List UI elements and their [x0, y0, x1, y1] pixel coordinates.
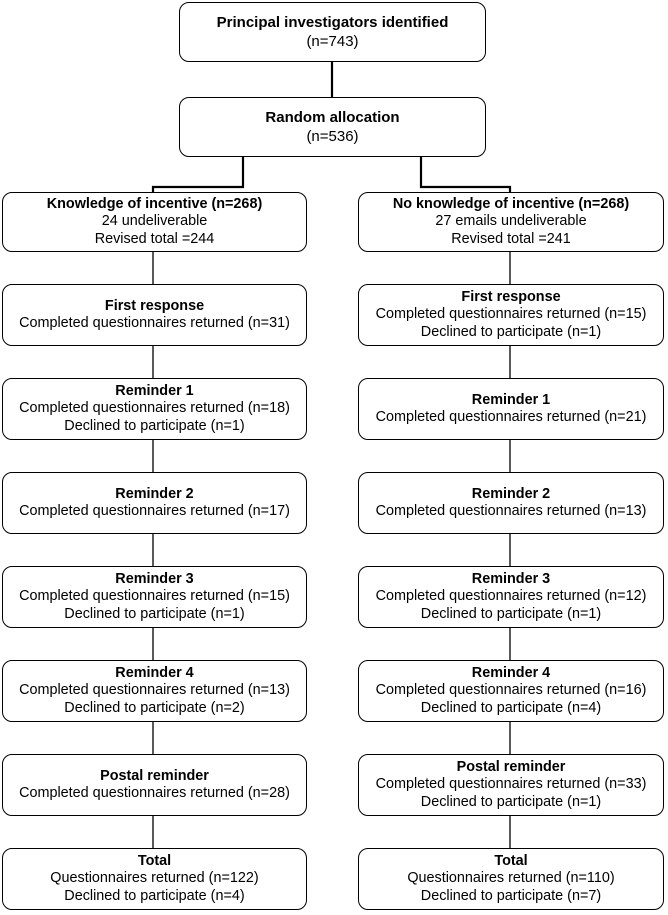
left-step-line: Declined to participate (n=1): [64, 417, 245, 434]
left-step-line: Declined to participate (n=1): [64, 605, 245, 622]
left-step-title: Reminder 1: [115, 382, 194, 399]
right-step-line: Completed questionnaires returned (n=21): [375, 409, 647, 425]
left-step-line: Completed questionnaires returned (n=28): [19, 785, 290, 801]
right-step-line: Questionnaires returned (n=110): [407, 870, 615, 887]
right-step-line: Declined to participate (n=4): [420, 699, 602, 716]
right-step-title: First response: [461, 288, 561, 305]
left-step-line: Completed questionnaires returned (n=18): [19, 400, 290, 417]
allocation-box: Random allocation (n=536): [179, 97, 486, 157]
right-step-title: Reminder 4: [471, 664, 551, 681]
allocation-count: (n=536): [306, 128, 359, 145]
right-step-title: Reminder 2: [471, 485, 551, 502]
left-step-line: Completed questionnaires returned (n=17): [19, 503, 290, 519]
left-step-title: Reminder 4: [115, 664, 194, 681]
right-step-title: Total: [494, 852, 528, 869]
right-step-title: Reminder 3: [471, 570, 551, 587]
left-step-line: Completed questionnaires returned (n=13): [19, 682, 290, 699]
investigators-title: Principal investigators identified: [216, 14, 449, 31]
connector-allocation-to-left: [151, 157, 245, 192]
investigators-box: Principal investigators identified (n=74…: [179, 2, 486, 62]
right-step-line: Completed questionnaires returned (n=33): [375, 776, 647, 793]
right-step-line: Completed questionnaires returned (n=16): [375, 682, 647, 699]
left-step-line: Completed questionnaires returned (n=15): [19, 588, 290, 605]
left-step-title: Total: [137, 852, 172, 869]
left-step-title: First response: [104, 297, 205, 314]
left-step-line: Declined to participate (n=4): [64, 887, 245, 904]
right-header-line: 27 emails undeliverable: [435, 213, 587, 230]
right-step-line: Declined to participate (n=1): [420, 793, 602, 810]
left-header-title: Knowledge of incentive (n=268): [46, 195, 263, 212]
left-header-line: Revised total =244: [94, 230, 215, 247]
right-step-line: Completed questionnaires returned (n=15): [375, 306, 647, 323]
right-step-line: Completed questionnaires returned (n=13): [375, 503, 647, 519]
left-header-line: 24 undeliverable: [101, 213, 208, 230]
left-step-title: Reminder 2: [115, 485, 194, 502]
right-header-line: Revised total =241: [451, 230, 571, 247]
right-step-line: Completed questionnaires returned (n=12): [375, 588, 647, 605]
allocation-title: Random allocation: [265, 109, 400, 126]
left-step-line: Questionnaires returned (n=122): [50, 870, 259, 887]
right-step-title: Postal reminder: [456, 758, 566, 775]
left-step-line: Declined to participate (n=2): [64, 699, 245, 716]
right-step-line: Declined to participate (n=1): [420, 605, 602, 622]
right-step-line: Declined to participate (n=7): [420, 887, 602, 904]
right-header-title: No knowledge of incentive (n=268): [392, 195, 630, 212]
left-step-line: Completed questionnaires returned (n=31): [19, 315, 290, 331]
investigators-count: (n=743): [306, 33, 359, 50]
left-step-title: Reminder 3: [115, 570, 194, 587]
connector-allocation-to-right: [419, 157, 512, 192]
left-header-box: Knowledge of incentive (n=268) 24 undeli…: [2, 192, 307, 252]
right-step-line: Declined to participate (n=1): [420, 323, 602, 340]
right-step-title: Reminder 1: [471, 391, 551, 408]
left-step-title: Postal reminder: [100, 767, 209, 784]
right-header-box: No knowledge of incentive (n=268) 27 ema…: [358, 192, 664, 252]
